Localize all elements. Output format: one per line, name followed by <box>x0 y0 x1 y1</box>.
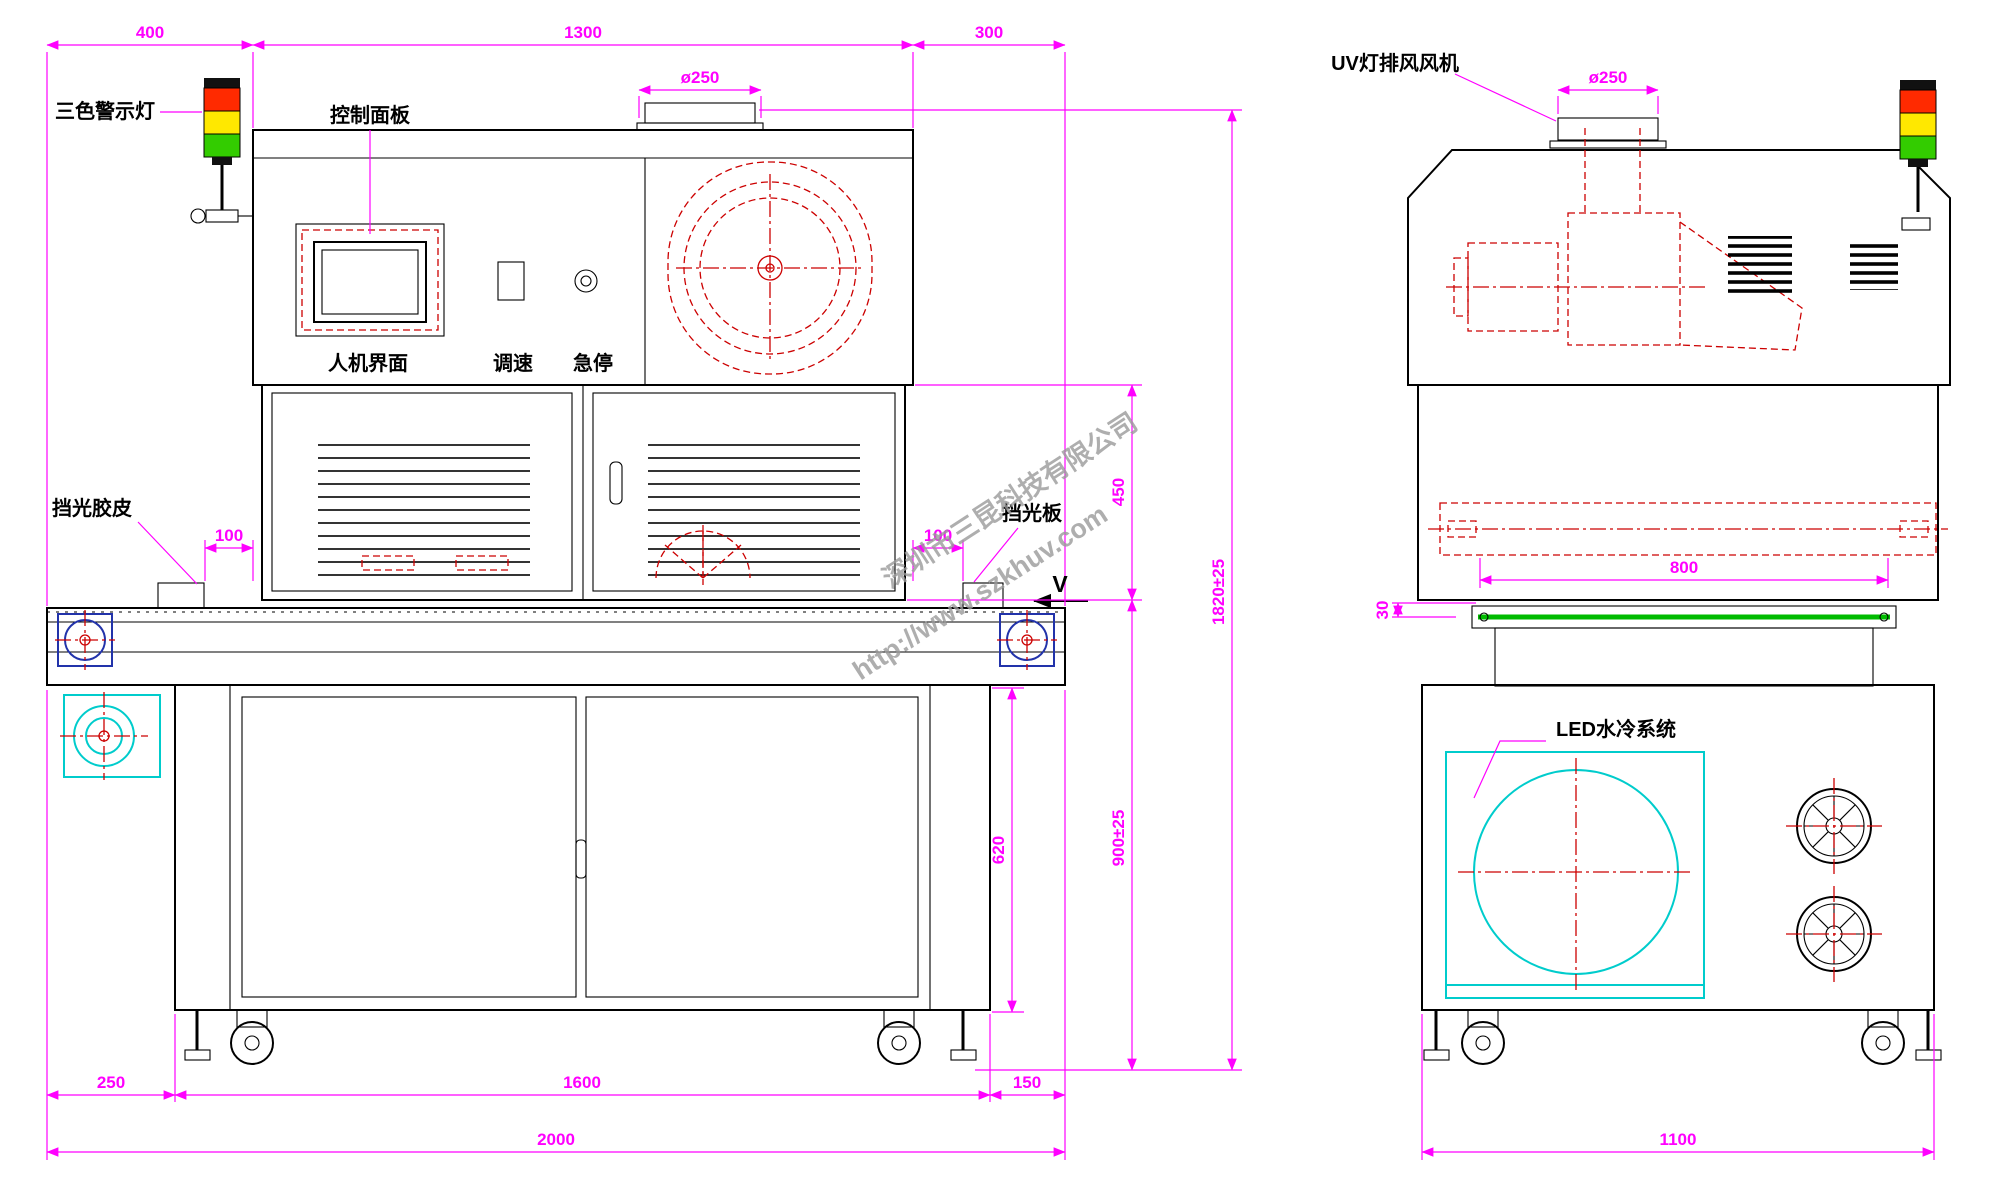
dim-shield-right: 100 <box>924 526 952 545</box>
side-view: ø250 800 30 1100 UV灯排风风机 LED水冷系统 <box>1331 51 1951 1160</box>
louver-vent-left <box>318 436 530 576</box>
label-control-panel: 控制面板 <box>330 103 411 127</box>
dim-overall-width: 2000 <box>537 1130 575 1149</box>
lower-cabinet-front <box>174 684 991 1011</box>
side-labels: UV灯排风风机 LED水冷系统 <box>1331 51 1676 799</box>
control-panel <box>295 223 598 337</box>
front-dimensions: 400 1300 300 ø250 100 100 450 900±25 182… <box>46 23 1237 1157</box>
label-light-shield-plate: 挡光板 <box>1002 501 1063 525</box>
door-handle-upper <box>609 461 623 505</box>
exhaust-duct-side <box>1557 117 1659 141</box>
dim-cabinet-height: 620 <box>989 836 1008 864</box>
lower-cabinet-side <box>1421 684 1935 1011</box>
front-view: 400 1300 300 ø250 100 100 450 900±25 182… <box>46 23 1242 1160</box>
exhaust-fan-front <box>667 161 873 375</box>
speed-knob <box>497 261 525 301</box>
caster-wheel <box>1461 1009 1505 1065</box>
leveling-foot <box>184 1049 211 1061</box>
dim-belt-clearance: 30 <box>1373 601 1392 620</box>
louver-vent-right <box>648 436 860 576</box>
side-dimensions: ø250 800 30 1100 <box>1373 68 1935 1157</box>
warning-light-front <box>190 76 253 224</box>
leveling-foot <box>950 1049 977 1061</box>
label-light-shield-rubber: 挡光胶皮 <box>52 496 132 520</box>
door-handle-lower <box>575 839 587 879</box>
leveling-foot <box>1423 1049 1450 1061</box>
dim-bottom-middle: 1600 <box>563 1073 601 1092</box>
label-warning-light: 三色警示灯 <box>55 99 155 123</box>
fan-impeller <box>1567 212 1681 346</box>
dim-top-left: 400 <box>136 23 164 42</box>
dim-duct-side: ø250 <box>1589 68 1628 87</box>
exhaust-duct-front <box>644 102 756 124</box>
watermark: 深圳市三昆科技有限公司 http://www.szkhuv.com <box>847 406 1142 686</box>
louver-vent-side-1 <box>1728 236 1792 298</box>
feet-side <box>1423 1009 1942 1065</box>
dim-bottom-left: 250 <box>97 1073 125 1092</box>
dim-overall-depth: 1100 <box>1660 1130 1697 1149</box>
upper-housing-front <box>252 102 914 386</box>
side-vents <box>1728 236 1898 298</box>
cooling-fan-top <box>1785 777 1883 875</box>
front-extension-lines <box>46 52 1242 1160</box>
water-cooling-unit <box>1445 751 1705 999</box>
caster-wheel <box>1861 1009 1905 1065</box>
caster-wheel <box>230 1009 274 1065</box>
drive-motor <box>60 692 161 780</box>
feet-front <box>184 1009 977 1065</box>
caster-wheel <box>877 1009 921 1065</box>
label-uv-exhaust-fan: UV灯排风风机 <box>1331 51 1459 75</box>
dim-top-right: 300 <box>975 23 1003 42</box>
dim-lamp-width: 800 <box>1670 558 1698 577</box>
conveyor-side <box>1471 605 1897 687</box>
lamp-housing-front <box>261 384 906 601</box>
light-shield-rubber-block <box>157 582 205 609</box>
lamp-housing-side <box>1417 384 1948 601</box>
dim-lamp-height: 450 <box>1109 478 1128 506</box>
leveling-foot <box>1915 1049 1942 1061</box>
dim-belt-height: 900±25 <box>1109 810 1128 867</box>
label-emergency-stop: 急停 <box>573 351 613 375</box>
label-led-water-cooling: LED水冷系统 <box>1556 717 1676 741</box>
cooling-fan-bottom <box>1785 885 1883 983</box>
dim-top-middle: 1300 <box>564 23 602 42</box>
cooling-fans <box>1785 777 1883 983</box>
dim-bottom-right: 150 <box>1013 1073 1041 1092</box>
emergency-stop-button <box>574 269 598 293</box>
dim-shield-left: 100 <box>215 526 243 545</box>
conveyor-front <box>46 582 1088 686</box>
exhaust-fan-side <box>1446 212 1803 351</box>
dim-overall-height: 1820±25 <box>1209 559 1228 625</box>
louver-vent-side-2 <box>1850 244 1898 290</box>
warning-light-side <box>1898 78 1938 231</box>
light-shield-plate-block <box>962 582 1004 609</box>
dim-duct-front: ø250 <box>681 68 720 87</box>
label-hmi: 人机界面 <box>328 351 408 375</box>
side-extension-lines <box>1392 96 1935 1160</box>
hmi-screen <box>313 241 427 323</box>
label-belt-direction: V <box>1052 571 1068 597</box>
label-speed-control: 调速 <box>493 352 533 375</box>
front-labels: 三色警示灯 控制面板 人机界面 调速 急停 挡光胶皮 挡光板 V <box>52 99 1068 597</box>
